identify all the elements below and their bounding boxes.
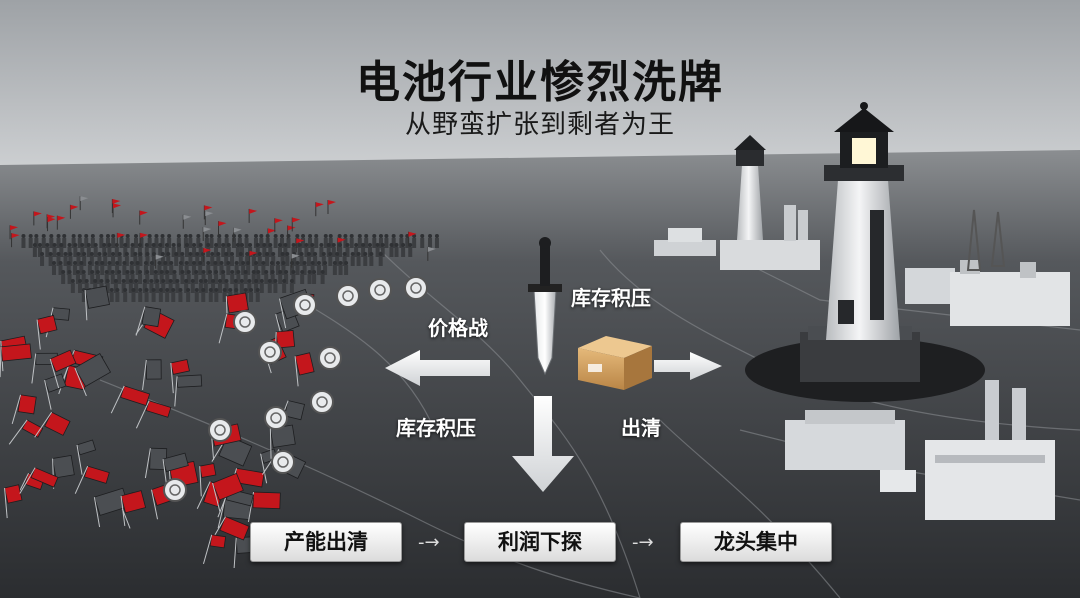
stage-profit-decline: 利润下探 xyxy=(464,522,616,562)
knife xyxy=(528,237,562,376)
right-factories xyxy=(785,209,1070,520)
arrow-right xyxy=(654,352,722,380)
small-lighthouse xyxy=(654,135,820,270)
label-inventory-top: 库存积压 xyxy=(571,286,651,310)
page-subtitle: 从野蛮扩张到剩者为王 xyxy=(404,110,675,140)
label-price-war: 价格战 xyxy=(428,316,488,340)
stage-arrow-1: -→ xyxy=(418,532,440,553)
cardboard-box xyxy=(578,336,652,390)
stage-leader-concentration: 龙头集中 xyxy=(680,522,832,562)
stage-capacity-clearance: 产能出清 xyxy=(250,522,402,562)
arrow-left xyxy=(385,350,490,386)
arrow-down xyxy=(512,396,574,492)
stage-arrow-2: -→ xyxy=(632,532,654,553)
rubble-pile xyxy=(0,276,428,569)
soldier-crowd xyxy=(9,196,439,302)
big-lighthouse xyxy=(800,102,920,382)
label-inventory-bottom: 库存积压 xyxy=(396,416,476,440)
page-title: 电池行业惨烈洗牌 xyxy=(356,57,724,108)
label-clearance: 出清 xyxy=(621,416,661,440)
